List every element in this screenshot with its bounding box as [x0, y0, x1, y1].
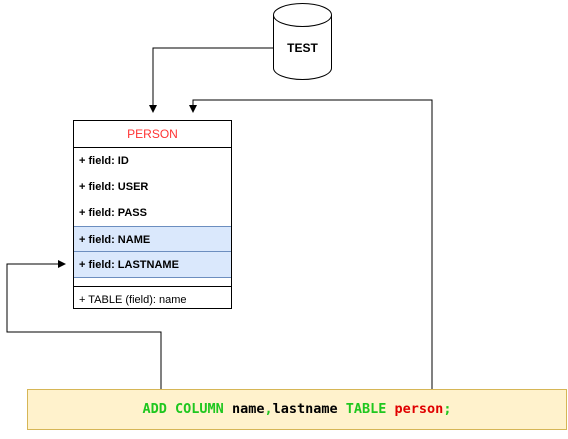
entity-separator: [74, 278, 231, 287]
sql-to-lastname-connector: [6, 260, 162, 389]
database-label: TEST: [287, 41, 318, 55]
sql-table-keyword: TABLE: [345, 401, 387, 417]
sql-add-column-keyword: ADD COLUMN: [142, 401, 224, 417]
sql-column-lastname: lastname: [272, 401, 338, 417]
entity-person: PERSON + field: ID + field: USER + field…: [73, 120, 232, 309]
entity-field-pass: + field: PASS: [79, 207, 147, 219]
entity-method: + TABLE (field): name: [79, 294, 187, 306]
sql-to-entity-connector: [189, 99, 433, 389]
entity-field-name: + field: NAME: [74, 226, 231, 252]
db-to-entity-connector: [149, 47, 273, 113]
sql-column-name: name: [231, 401, 265, 417]
database-icon: [273, 3, 332, 80]
sql-table-name: person: [394, 401, 444, 417]
sql-semicolon: ;: [443, 401, 452, 417]
sql-comma: ,: [264, 401, 273, 417]
entity-field-lastname: + field: LASTNAME: [74, 252, 231, 278]
entity-field-id: + field: ID: [79, 155, 129, 167]
database-cylinder: TEST: [273, 3, 332, 80]
entity-field-user: + field: USER: [79, 181, 149, 193]
sql-statement-box: ADD COLUMN name,lastname TABLE person;: [27, 389, 567, 430]
entity-title: PERSON: [74, 121, 231, 148]
